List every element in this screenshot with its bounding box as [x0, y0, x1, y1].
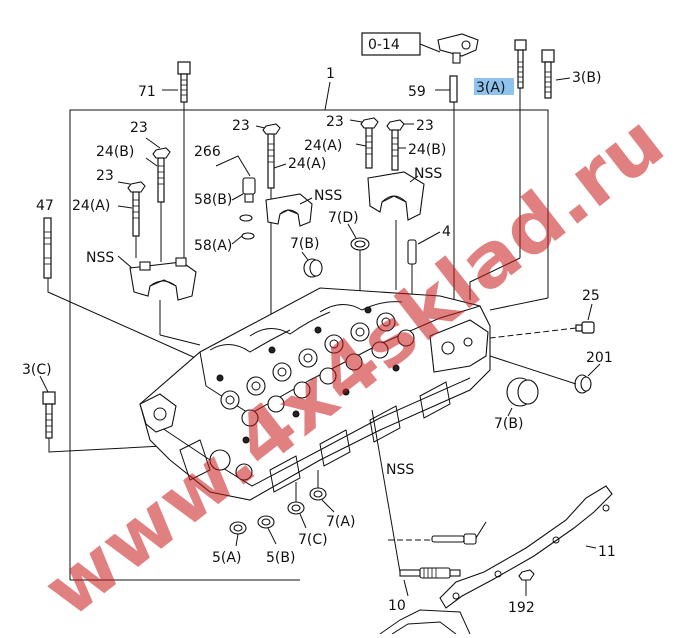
nut-23-left-upper — [152, 147, 171, 159]
bolt-3b — [541, 49, 555, 99]
callout-10: 10 — [388, 598, 406, 614]
nut-23-right-a — [360, 117, 379, 129]
callout-24a-left: 24(A) — [72, 198, 110, 214]
callout-266: 266 — [194, 144, 221, 160]
callout-23-a: 23 — [130, 120, 148, 136]
pin-4 — [407, 239, 417, 265]
callout-4: 4 — [442, 224, 451, 240]
sleeve-58b — [242, 177, 256, 203]
bolt-71 — [177, 61, 191, 103]
callout-24a-mid: 24(A) — [288, 156, 326, 172]
ref-box-label: 0-14 — [368, 37, 400, 53]
callout-58a: 58(A) — [194, 238, 232, 254]
plug-7b-right — [506, 377, 539, 407]
callout-23-b: 23 — [96, 168, 114, 184]
callout-24b-right: 24(B) — [408, 142, 446, 158]
callout-7b-right: 7(B) — [494, 416, 523, 432]
callout-201: 201 — [586, 350, 613, 366]
callout-3c: 3(C) — [22, 362, 52, 378]
callout-7a: 7(A) — [326, 514, 355, 530]
plug-7a — [309, 487, 327, 501]
callout-58b: 58(B) — [194, 192, 232, 208]
cylinder-head — [139, 287, 491, 501]
callout-nss-1: NSS — [414, 166, 442, 182]
bearing-cap-right — [367, 171, 425, 221]
callout-23-e: 23 — [416, 118, 434, 134]
callout-7b-left: 7(B) — [290, 236, 319, 252]
callout-5b: 5(B) — [266, 550, 295, 566]
nut-23-mid — [262, 123, 281, 135]
injector-bracket — [437, 33, 479, 64]
callout-7c: 7(C) — [298, 532, 328, 548]
plug-7b-left — [303, 258, 323, 278]
harness-11 — [439, 485, 613, 609]
callout-47: 47 — [36, 198, 54, 214]
plug-5a — [229, 521, 247, 535]
callout-192: 192 — [508, 600, 535, 616]
bolt-3a — [514, 39, 527, 89]
callout-23-c: 23 — [232, 118, 250, 134]
callout-nss-2: NSS — [314, 188, 342, 204]
callout-nss-4: NSS — [386, 462, 414, 478]
o-ring-58a-lower — [241, 232, 255, 240]
callout-71: 71 — [138, 84, 156, 100]
callout-23-d: 23 — [326, 114, 344, 130]
watermark: www.4x4sklad.ru — [28, 99, 680, 634]
nut-192 — [518, 569, 535, 581]
bearing-cap-mid — [265, 193, 313, 227]
nut-23-left-lower — [127, 181, 146, 193]
callout-11: 11 — [598, 544, 616, 560]
callout-1: 1 — [326, 66, 335, 82]
callout-24b-left: 24(B) — [96, 144, 134, 160]
callout-7d: 7(D) — [328, 210, 359, 226]
callout-24a-right: 24(A) — [304, 138, 342, 154]
callout-nss-3: NSS — [86, 250, 114, 266]
callout-25: 25 — [582, 288, 600, 304]
callout-3a: 3(A) — [476, 80, 505, 96]
callout-3b: 3(B) — [572, 70, 601, 86]
bearing-cap-left — [129, 257, 197, 301]
nut-23-right-b — [386, 119, 405, 131]
bolt-59 — [449, 75, 458, 103]
glow-plug-10 — [399, 567, 461, 579]
assembly-frame — [69, 109, 549, 580]
plug-7c — [287, 501, 305, 515]
o-ring-58a-upper — [239, 214, 253, 222]
glow-plug-upper — [431, 521, 487, 545]
seal-201 — [574, 374, 592, 394]
bolt-3c — [42, 391, 56, 439]
callout-59: 59 — [408, 84, 426, 100]
stud-47 — [43, 217, 52, 279]
seal-7d — [350, 237, 370, 251]
callout-5a: 5(A) — [212, 550, 241, 566]
callout-3a-highlight — [474, 78, 514, 95]
plug-5b — [257, 515, 275, 529]
bolt-25 — [575, 321, 595, 334]
